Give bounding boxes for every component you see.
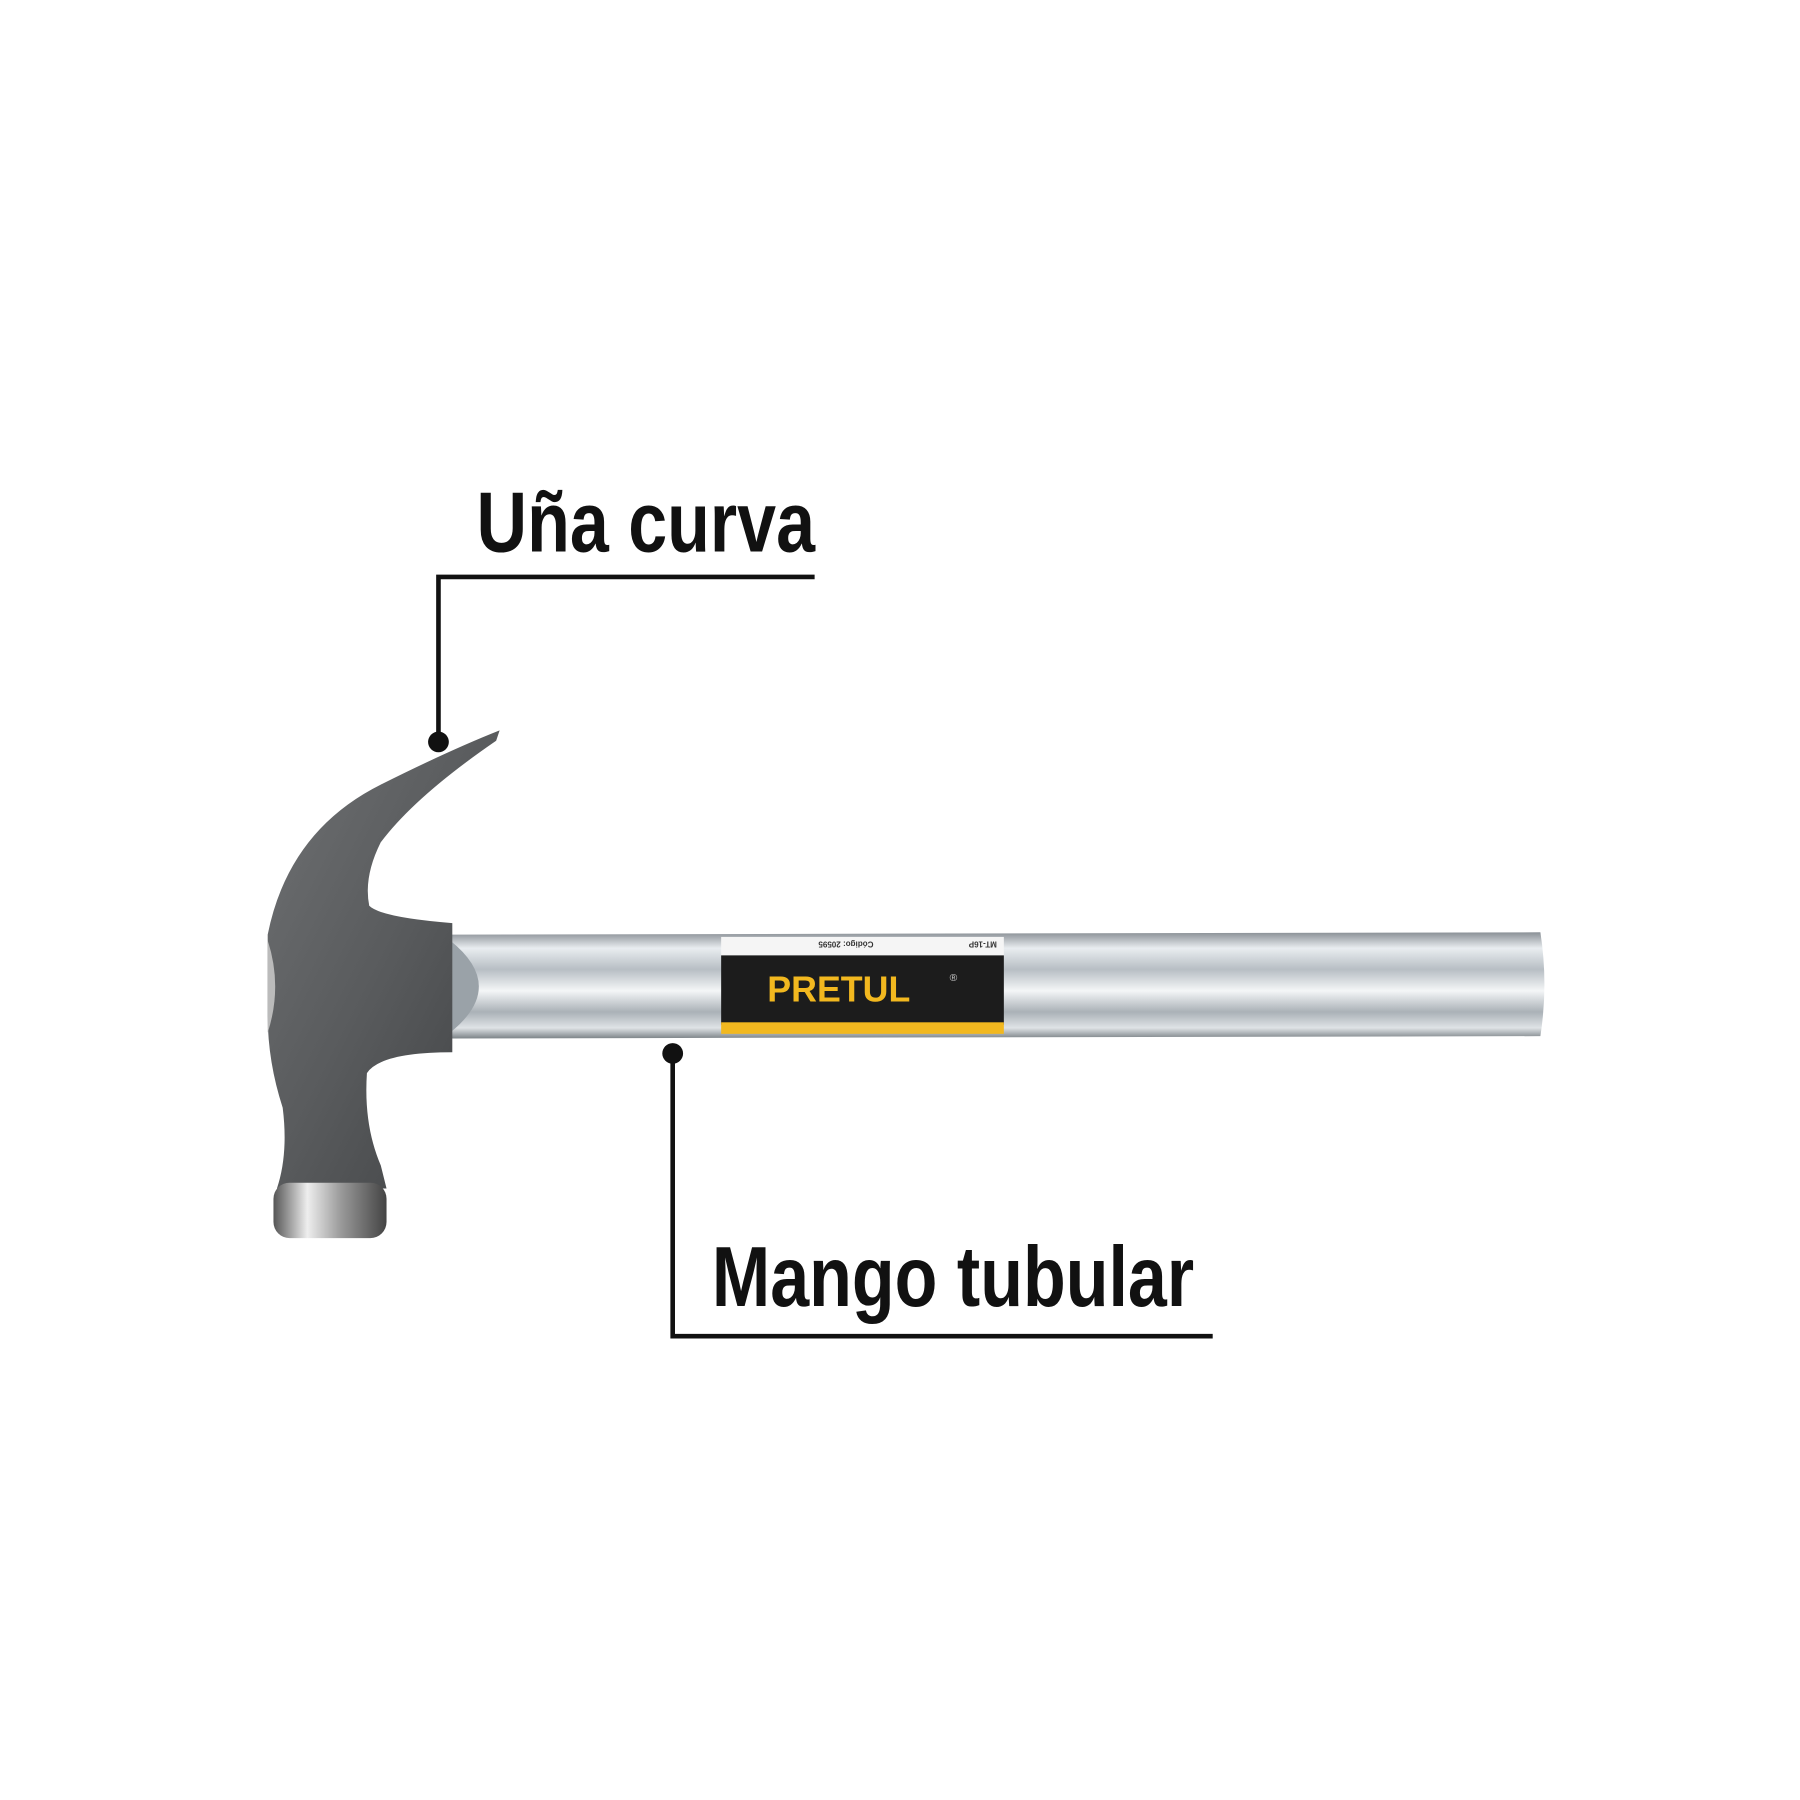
brand-logo-text: PRETUL [767,970,910,1010]
label-code-text: Código: 20595 [818,940,874,949]
brand-label: Código: 20595 MT-16P PRETUL ® [721,936,1004,1034]
callout-handle: Mango tubular [662,1043,1213,1339]
callout-claw: Uña curva [428,474,816,753]
label-model-text: MT-16P [968,940,997,949]
callout-claw-label: Uña curva [477,474,816,570]
callout-handle-label: Mango tubular [712,1229,1194,1325]
hammer-head [267,730,500,1239]
registered-mark: ® [950,973,958,984]
